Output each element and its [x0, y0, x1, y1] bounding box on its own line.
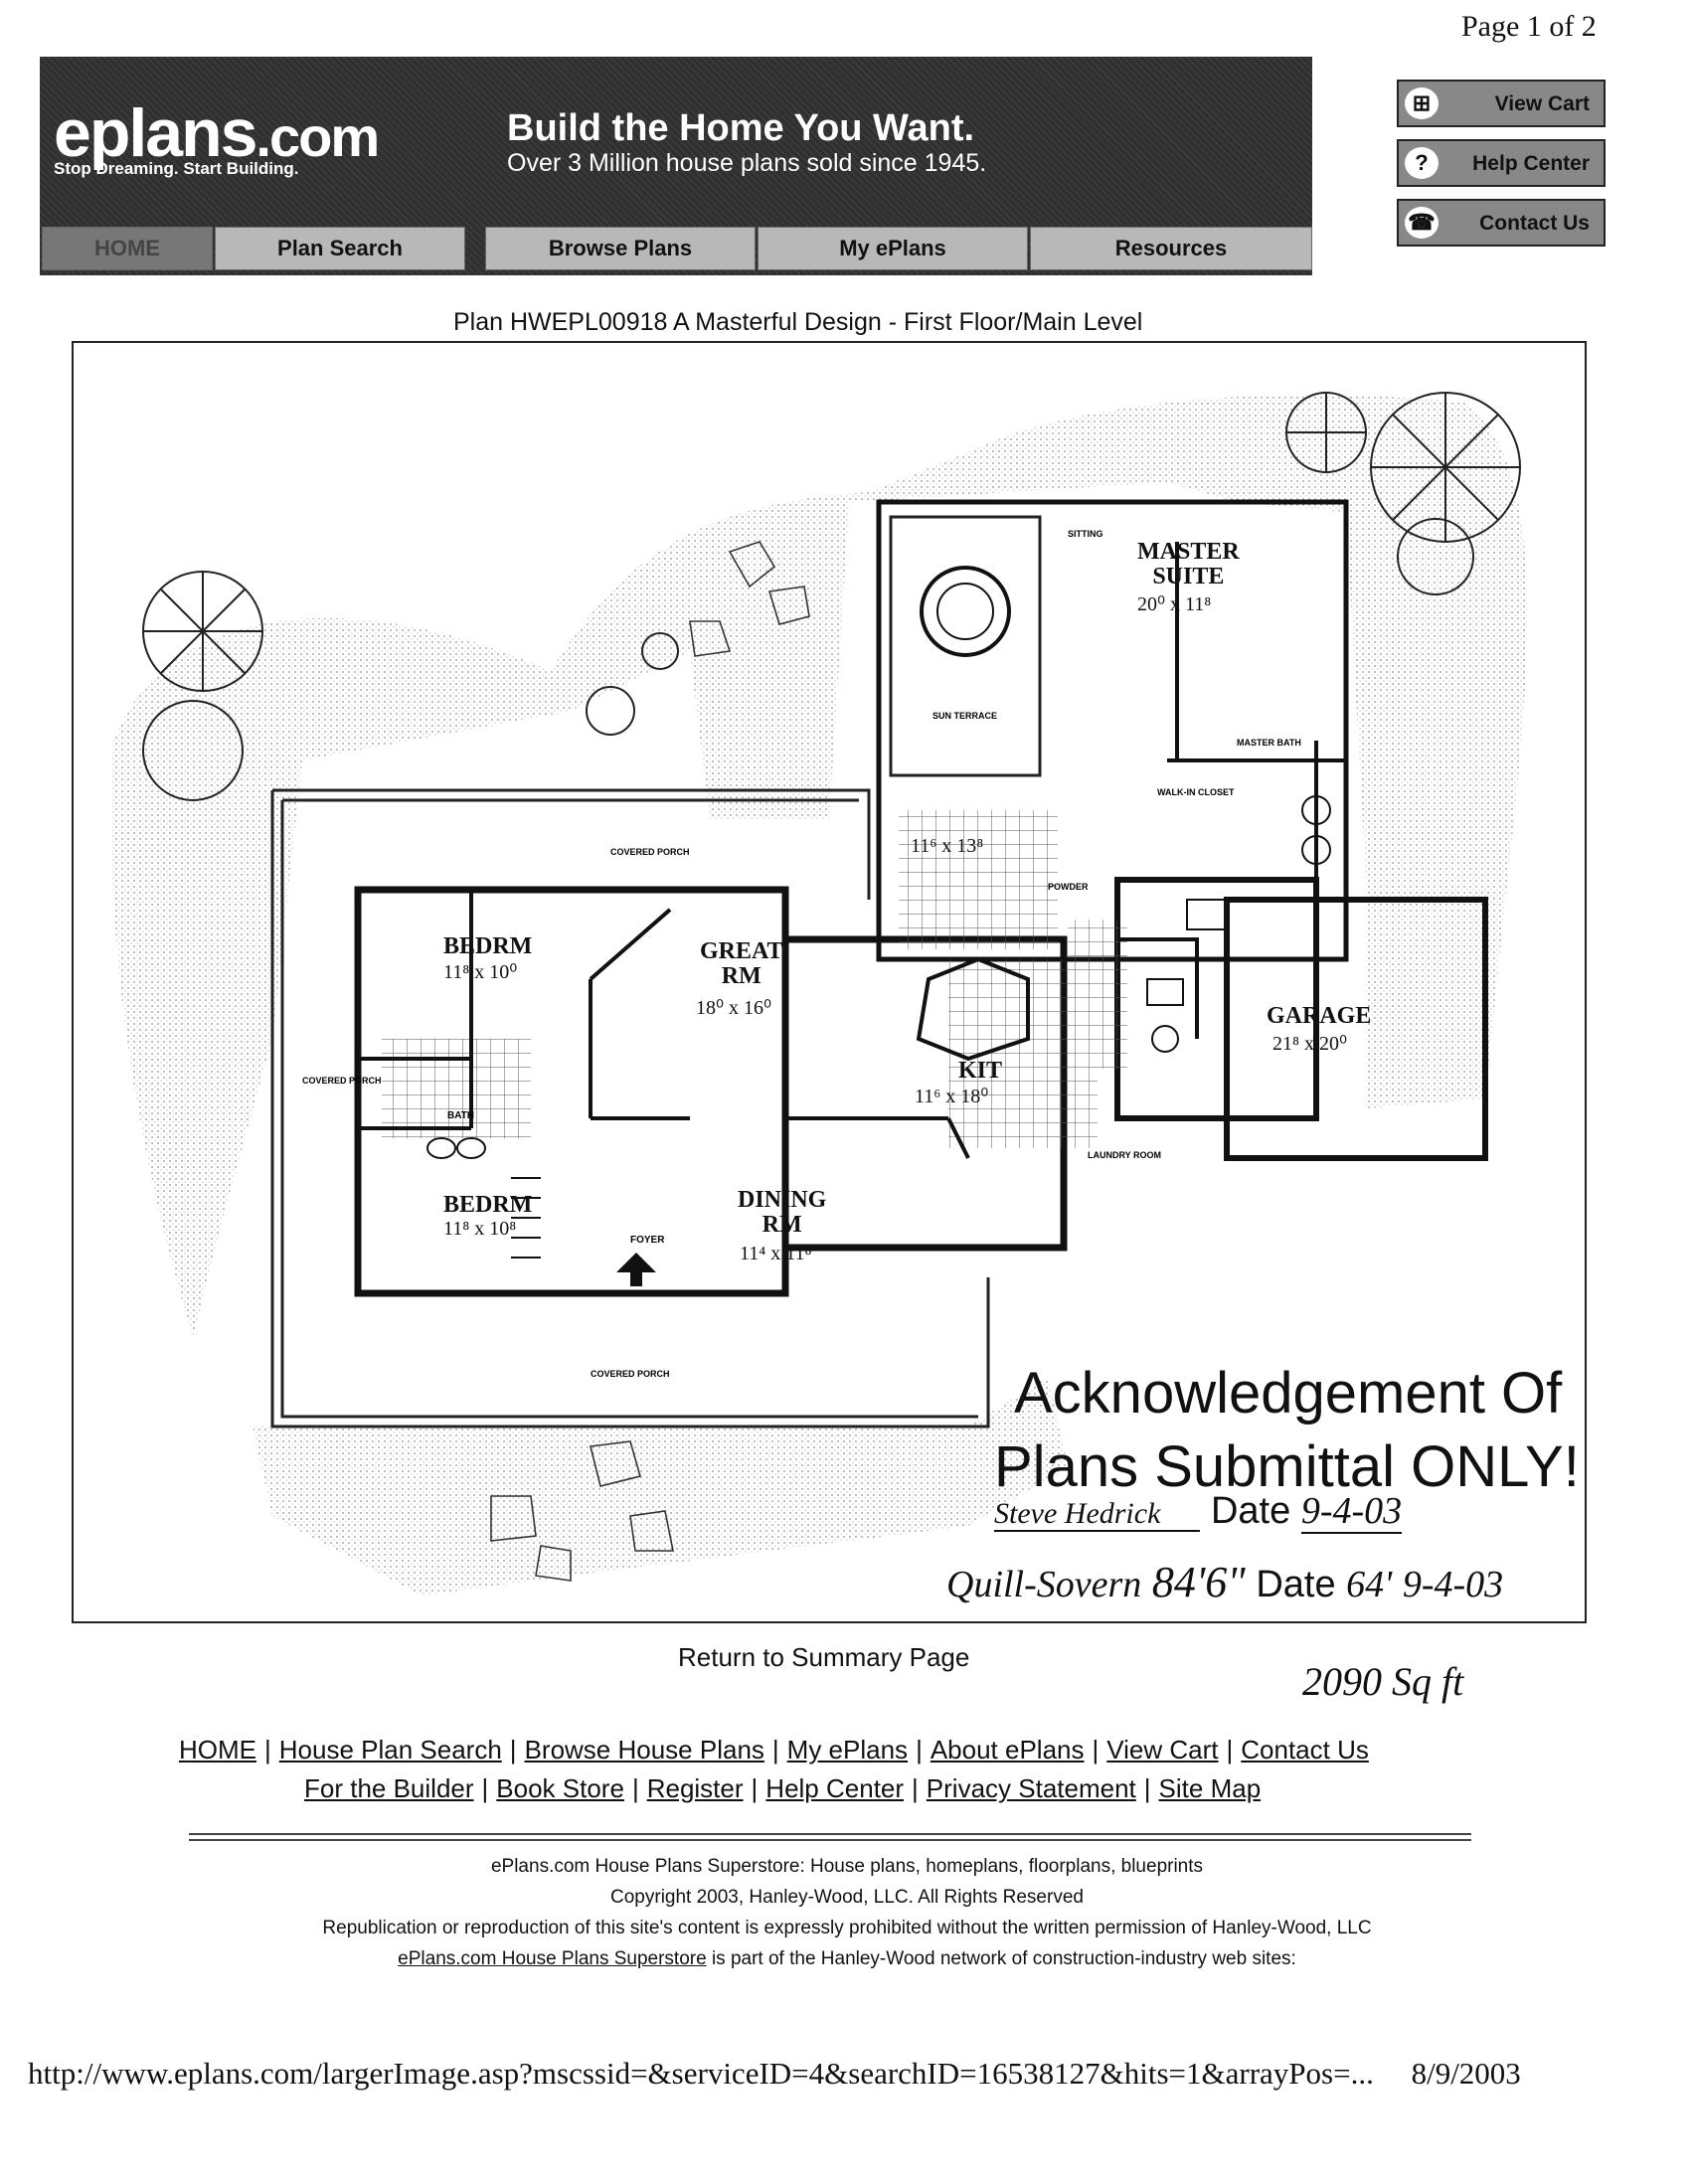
bath-label: BATH	[447, 1110, 474, 1121]
date-1: 9-4-03	[1300, 1490, 1403, 1534]
footer-network-text: is part of the Hanley-Wood network of co…	[706, 1948, 1296, 1969]
great-room-dim: 18⁰ x 16⁰	[696, 997, 772, 1019]
footer-line-1: ePlans.com House Plans Superstore: House…	[490, 1856, 1204, 1877]
contact-us-label: Contact Us	[1479, 212, 1590, 235]
footer-link-help-center[interactable]: Help Center	[765, 1773, 905, 1803]
covered-porch-left-label: COVERED PORCH	[302, 1076, 382, 1086]
footer-link-privacy-statement[interactable]: Privacy Statement	[926, 1773, 1136, 1803]
banner-subheadline: Over 3 Million house plans sold since 19…	[507, 149, 987, 177]
footer-nav-row-2: For the Builder|Book Store|Register|Help…	[304, 1773, 1262, 1803]
bedroom2-label: BEDRM	[443, 1192, 533, 1218]
sun-terrace-label: SUN TERRACE	[932, 711, 997, 721]
bedroom2-dim: 11⁸ x 10⁸	[443, 1218, 517, 1240]
acknowledgement-line1: Acknowledgement Of	[1014, 1361, 1563, 1426]
bedroom1-dim: 11⁸ x 10⁰	[443, 961, 518, 983]
footer-superstore-link[interactable]: ePlans.com House Plans Superstore	[398, 1948, 707, 1969]
footer-link-contact-us[interactable]: Contact Us	[1241, 1735, 1369, 1764]
floor-plan-image: SUN TERRACE COVERED PORCH COVERED PORCH …	[72, 341, 1587, 1623]
logo-tagline: Stop Dreaming. Start Building.	[54, 159, 299, 178]
help-center-button[interactable]: ? Help Center	[1397, 139, 1606, 187]
footer-link-for-the-builder[interactable]: For the Builder	[304, 1773, 474, 1803]
dining-room-label: DINING RM	[738, 1187, 827, 1239]
great-label-line1: GREAT	[700, 938, 783, 964]
footer-link-about-eplans[interactable]: About ePlans	[930, 1735, 1085, 1764]
master-suite-label: MASTER SUITE	[1137, 539, 1240, 590]
page-url: http://www.eplans.com/largerImage.asp?ms…	[28, 2056, 1374, 2091]
tab-resources[interactable]: Resources	[1030, 227, 1312, 270]
date-2: 9-4-03	[1402, 1564, 1504, 1605]
cart-icon: ⊞	[1405, 87, 1439, 119]
footer-link-view-cart[interactable]: View Cart	[1106, 1735, 1219, 1764]
footer-link-browse-house-plans[interactable]: Browse House Plans	[524, 1735, 764, 1764]
powder-label: POWDER	[1048, 882, 1089, 892]
walk-in-closet-label: WALK-IN CLOSET	[1157, 787, 1235, 797]
banner-headline: Build the Home You Want.	[507, 107, 975, 149]
footer-link-house-plan-search[interactable]: House Plan Search	[278, 1735, 502, 1764]
footer-network-line: ePlans.com House Plans Superstore is par…	[0, 1948, 1694, 1970]
tab-home[interactable]: HOME	[42, 227, 213, 270]
bedroom1-label: BEDRM	[443, 933, 533, 959]
floor-plan-drawing: SUN TERRACE COVERED PORCH COVERED PORCH …	[111, 392, 1528, 1596]
kitchen-label: KIT	[958, 1058, 1003, 1084]
logo-text: eplans	[54, 95, 257, 171]
eplans-logo[interactable]: eplans.com	[54, 94, 380, 172]
acknowledgement-line2: Plans Submittal ONLY!	[994, 1434, 1580, 1499]
footer-nav-row-1: HOME|House Plan Search|Browse House Plan…	[179, 1735, 1369, 1764]
dining-room-dim: 11⁴ x 11⁸	[740, 1243, 812, 1264]
footer-copyright: Copyright 2003, Hanley-Wood, LLC. All Ri…	[610, 1887, 1084, 1908]
print-url-line: http://www.eplans.com/largerImage.asp?ms…	[28, 2056, 1521, 2092]
master-label-line1: MASTER	[1137, 539, 1240, 565]
print-date: 8/9/2003	[1411, 2056, 1521, 2091]
dining-label-line2: RM	[762, 1212, 802, 1239]
tab-plan-search[interactable]: Plan Search	[215, 227, 465, 270]
view-cart-label: View Cart	[1494, 92, 1590, 115]
footer-link-book-store[interactable]: Book Store	[496, 1773, 624, 1803]
footer-divider	[189, 1833, 1471, 1841]
master-suite-dim: 20⁰ x 11⁸	[1137, 593, 1212, 615]
garage-dim: 21⁸ x 20⁰	[1272, 1033, 1347, 1055]
date-label-1: Date	[1210, 1490, 1291, 1532]
tab-browse-plans[interactable]: Browse Plans	[485, 227, 756, 270]
great-label-line2: RM	[721, 963, 762, 990]
logo-suffix: .com	[255, 105, 380, 168]
square-footage-note: 2090 Sq ft	[1302, 1659, 1464, 1704]
help-center-label: Help Center	[1472, 152, 1590, 175]
laundry-label: LAUNDRY ROOM	[1088, 1150, 1161, 1160]
return-to-summary-link[interactable]: Return to Summary Page	[678, 1642, 970, 1672]
covered-porch-front-label: COVERED PORCH	[591, 1369, 670, 1379]
covered-porch-top-label: COVERED PORCH	[610, 847, 690, 857]
signature-2: Quill-Sovern	[946, 1564, 1142, 1605]
signature-row-1: Steve Hedrick Date 9-4-03	[994, 1489, 1403, 1534]
plan-title: Plan HWEPL00918 A Masterful Design - Fir…	[453, 308, 1143, 336]
great-room-label: GREAT RM	[700, 938, 783, 990]
signature-1: Steve Hedrick	[994, 1497, 1201, 1532]
view-cart-button[interactable]: ⊞ View Cart	[1397, 80, 1606, 127]
foyer-label: FOYER	[630, 1235, 665, 1246]
kitchen-dim: 11⁶ x 18⁰	[915, 1086, 989, 1107]
footer-link-home[interactable]: HOME	[179, 1735, 256, 1764]
question-icon: ?	[1405, 147, 1439, 179]
sitting-label: SITTING	[1068, 529, 1103, 539]
measurement-note-2: 64'	[1346, 1564, 1393, 1605]
measurement-note: 84'6"	[1151, 1558, 1246, 1606]
garage-label: GARAGE	[1267, 1003, 1372, 1029]
footer-republication-notice: Republication or reproduction of this si…	[322, 1918, 1372, 1938]
date-label-2: Date	[1256, 1564, 1336, 1605]
footer-link-register[interactable]: Register	[646, 1773, 744, 1803]
phone-icon: ☎	[1405, 207, 1439, 239]
master-label-line2: SUITE	[1152, 564, 1225, 590]
footer-link-my-eplans[interactable]: My ePlans	[786, 1735, 909, 1764]
master-bath-label: MASTER BATH	[1237, 738, 1301, 748]
contact-us-button[interactable]: ☎ Contact Us	[1397, 199, 1606, 247]
page-number: Page 1 of 2	[1461, 10, 1597, 43]
footer-link-site-map[interactable]: Site Map	[1158, 1773, 1262, 1803]
dining-label-line1: DINING	[738, 1187, 827, 1213]
tab-my-eplans[interactable]: My ePlans	[758, 227, 1028, 270]
signature-row-2: Quill-Sovern 84'6" Date 64' 9-4-03	[946, 1557, 1503, 1607]
morning-room-dim: 11⁶ x 13⁸	[911, 835, 984, 857]
